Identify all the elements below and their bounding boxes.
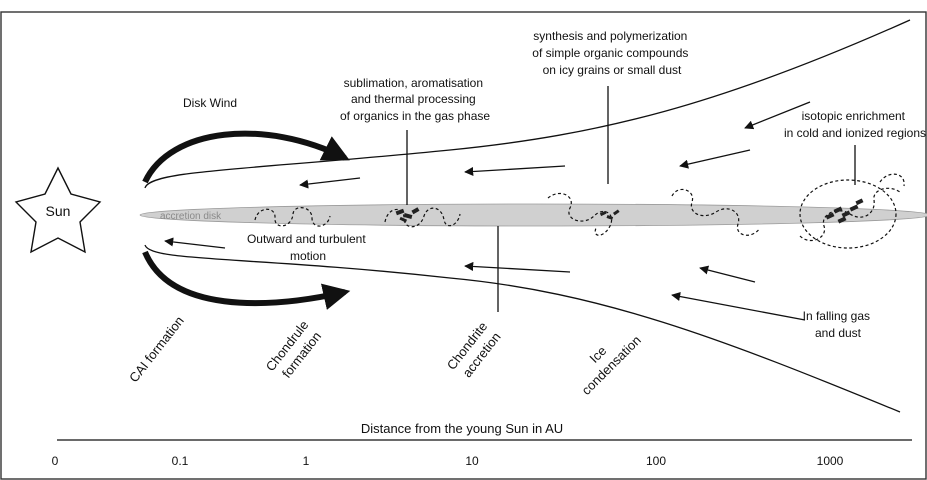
tick-label-10: 10 bbox=[465, 454, 479, 468]
disk-wind-label: Disk Wind bbox=[183, 96, 237, 110]
outward-line-1: Outward and turbulent bbox=[247, 232, 366, 246]
synthesis-line-1: synthesis and polymerization bbox=[533, 29, 687, 43]
chondrite-accretion-label: Chondrite accretion bbox=[444, 316, 506, 383]
turbulence-swirl-5 bbox=[799, 187, 901, 241]
outward-label: Outward and turbulent motion bbox=[247, 232, 369, 263]
outward-line-2: motion bbox=[290, 249, 326, 263]
inflow-arrow-lower-far bbox=[699, 265, 756, 283]
tick-label-100: 100 bbox=[646, 454, 666, 468]
accretion-disk bbox=[139, 203, 927, 227]
sublimation-line-3: of organics in the gas phase bbox=[340, 109, 490, 123]
inflow-arrow-lower-inner bbox=[164, 237, 226, 249]
organic-cluster-1 bbox=[395, 207, 420, 223]
sublimation-label: sublimation, aromatisation and thermal p… bbox=[340, 76, 490, 123]
tick-label-1000: 1000 bbox=[817, 454, 844, 468]
synthesis-line-2: of simple organic compounds bbox=[532, 46, 688, 60]
sublimation-line-2: and thermal processing bbox=[351, 92, 476, 106]
sun-star-icon bbox=[14, 166, 102, 254]
infall-arrow-upper bbox=[744, 101, 811, 130]
synthesis-line-3: on icy grains or small dust bbox=[543, 63, 682, 77]
sublimation-line-1: sublimation, aromatisation bbox=[344, 76, 483, 90]
cai-formation-label: CAI formation bbox=[126, 313, 187, 385]
ice-line-2: condensation bbox=[579, 333, 644, 398]
disk-wind-arrow-upper bbox=[142, 130, 350, 184]
synthesis-label: synthesis and polymerization of simple o… bbox=[532, 29, 691, 77]
organic-cluster-3 bbox=[825, 198, 864, 224]
inflow-arrow-lower-mid bbox=[464, 261, 571, 273]
infalling-label: In falling gas and dust bbox=[803, 309, 874, 340]
sun-label: Sun bbox=[46, 203, 71, 219]
axis-title: Distance from the young Sun in AU bbox=[361, 421, 563, 436]
infalling-line-1: In falling gas bbox=[803, 309, 870, 323]
disk-wind-arrow-lower bbox=[142, 250, 351, 310]
inflow-arrow-upper-mid bbox=[464, 165, 566, 177]
organic-cluster-2 bbox=[599, 209, 620, 220]
infalling-line-2: and dust bbox=[815, 326, 862, 340]
tick-label-0: 0 bbox=[52, 454, 59, 468]
isotopic-line-2: in cold and ionized regions bbox=[784, 126, 926, 140]
turbulence-swirl-4 bbox=[671, 188, 761, 236]
diagram-frame bbox=[0, 11, 927, 480]
inflow-arrow-upper-far bbox=[679, 149, 751, 169]
isotopic-line-1: isotopic enrichment bbox=[802, 109, 906, 123]
tick-label-1: 1 bbox=[303, 454, 310, 468]
turbulence-swirl-6 bbox=[879, 173, 905, 187]
disk-upper-boundary bbox=[144, 19, 911, 189]
tick-label-0.1: 0.1 bbox=[172, 454, 189, 468]
disk-lower-boundary bbox=[144, 244, 901, 413]
inflow-arrow-upper-inner bbox=[299, 177, 361, 189]
ice-condensation-label: Ice condensation bbox=[567, 321, 644, 398]
chondrule-formation-label: Chondrule formation bbox=[263, 315, 327, 385]
accretion-disk-label: accretion disk bbox=[160, 211, 222, 222]
infall-arrow-lower bbox=[671, 292, 806, 321]
ionized-region-ellipse bbox=[799, 179, 897, 249]
isotopic-label: isotopic enrichment in cold and ionized … bbox=[784, 109, 926, 140]
turbulence-swirl-1 bbox=[254, 207, 331, 227]
